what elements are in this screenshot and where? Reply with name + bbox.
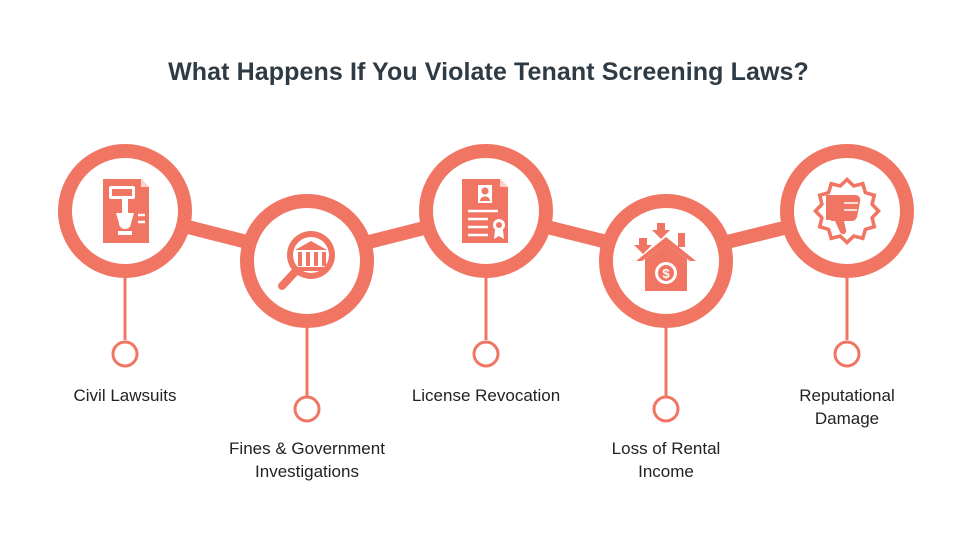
stem-node-5 [833,340,861,368]
license-certificate-icon [462,179,508,243]
stems [111,277,861,423]
thumbs-down-badge-icon [813,177,881,245]
connector-3-4 [536,219,618,250]
stem-node-3 [472,340,500,368]
connector-4-5 [716,219,799,250]
stem-node-1 [111,340,139,368]
step-label-fines-investigations: Fines & Government Investigations [229,439,385,481]
step-label-civil-lawsuits: Civil Lawsuits [73,386,177,405]
step-label-license-revocation: License Revocation [411,386,561,405]
step-label-loss-of-income: Loss of Rental Income [611,439,721,481]
stem-node-4 [652,395,680,423]
svg-text:$: $ [662,266,670,281]
connector-1-2 [177,219,258,250]
government-magnifier-icon [278,231,335,290]
connector-2-3 [358,219,439,250]
page-title: What Happens If You Violate Tenant Scree… [168,58,809,86]
house-income-loss-icon: $ [634,223,696,291]
stem-node-2 [293,395,321,423]
gavel-document-icon [103,179,149,243]
connectors [177,219,799,250]
step-label-reputational-damage: Reputational Damage [799,386,895,428]
